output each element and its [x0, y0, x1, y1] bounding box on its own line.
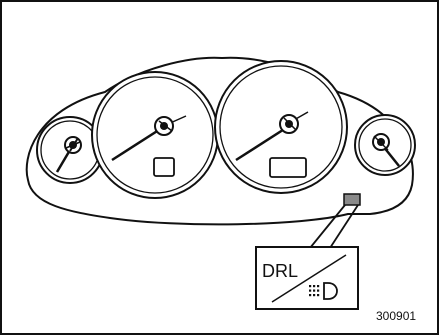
left-small-gauge: [36, 116, 104, 184]
figure-number: 300901: [376, 309, 416, 323]
callout-leader: [309, 204, 359, 249]
tachometer-needle-icon: [235, 111, 309, 162]
drl-indicator-lamp: [343, 193, 361, 206]
tachometer-gauge: [214, 60, 348, 194]
left-gauge-needle-icon: [55, 136, 82, 173]
drl-label: DRL: [262, 261, 298, 281]
speedometer-gauge: [91, 71, 219, 199]
speedometer-lcd-window: [153, 157, 175, 177]
right-small-gauge: [354, 114, 416, 176]
speedometer-needle-icon: [111, 115, 187, 162]
tachometer-lcd-window: [269, 157, 307, 178]
headlight-symbol-icon: [309, 282, 338, 300]
drl-callout-box: DRL: [255, 246, 359, 310]
right-gauge-needle-icon: [372, 133, 400, 167]
